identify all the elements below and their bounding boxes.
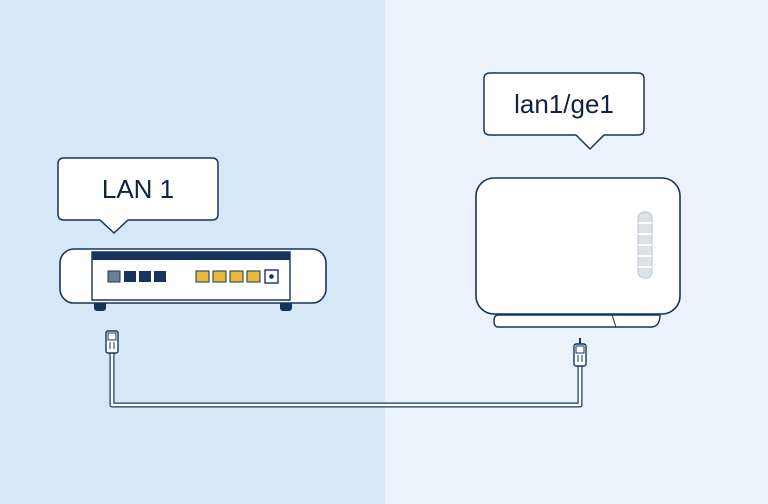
port-navy-4	[154, 271, 166, 282]
port-navy-2	[124, 271, 136, 282]
modem-device	[475, 177, 681, 328]
left-callout-bubble	[57, 157, 219, 235]
port-navy-3	[139, 271, 151, 282]
port-lan-4	[246, 270, 261, 283]
port-lan-2	[212, 270, 227, 283]
port-lan-3	[229, 270, 244, 283]
cable-plug-right-icon	[573, 338, 587, 367]
modem-body	[475, 177, 681, 315]
right-port-label: lan1/ge1	[514, 89, 614, 119]
right-callout-bubble	[483, 72, 645, 151]
port-lan-1	[195, 270, 210, 283]
modem-stand	[493, 314, 661, 328]
port-navy-1	[107, 270, 121, 283]
cable-plug-left-icon	[105, 330, 119, 354]
router-device	[59, 248, 327, 311]
router-top-strip	[92, 252, 290, 260]
left-port-label: LAN 1	[101, 174, 175, 204]
